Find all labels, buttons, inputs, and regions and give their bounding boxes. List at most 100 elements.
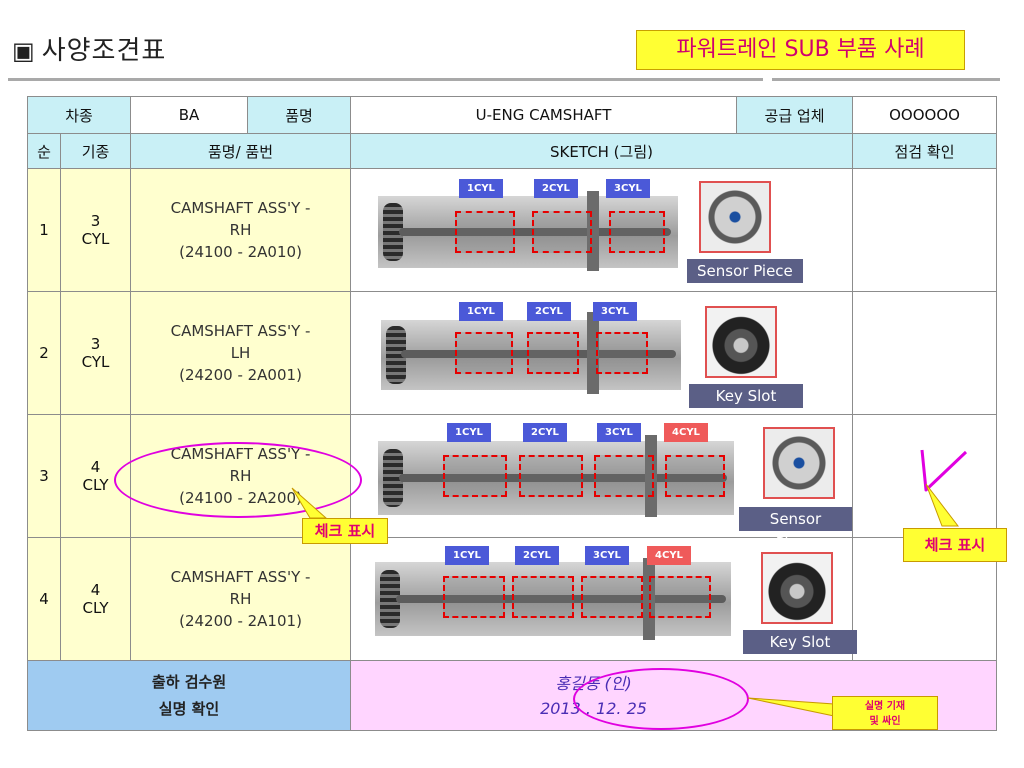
cylinder-box: [455, 332, 514, 374]
highlight-ellipse: [114, 442, 362, 518]
type-number: 4: [90, 458, 101, 476]
part-side: RH: [229, 221, 252, 239]
cylinder-box: [519, 455, 584, 497]
cylinder-box: [532, 211, 593, 253]
row-check[interactable]: [852, 168, 998, 292]
row-no: 2: [27, 291, 61, 415]
cylinder-box: [581, 576, 644, 618]
page-title: ▣사양조견표: [12, 30, 166, 67]
row-part: CAMSHAFT ASS'Y - RH (24200 - 2A101): [130, 537, 352, 661]
shaft-icon: [399, 474, 728, 482]
car-value: BA: [130, 96, 249, 134]
shaft-icon: [396, 595, 727, 603]
type-unit: CYL: [81, 230, 110, 248]
inspector-line2: 실명 확인: [158, 699, 220, 718]
cylinder-label: 1CYL: [447, 423, 491, 442]
callout-pointer: [291, 487, 328, 519]
row-no: 3: [27, 414, 61, 538]
col-no: 순: [27, 133, 61, 169]
col-sketch: SKETCH (그림): [350, 133, 854, 169]
supplier-label: 공급 업체: [736, 96, 854, 134]
check-callout: 체크 표시: [302, 518, 388, 544]
cylinder-box: [512, 576, 575, 618]
category-tag: 파워트레인 SUB 부품 사례: [636, 30, 965, 70]
part-value: U-ENG CAMSHAFT: [350, 96, 738, 134]
shaft-icon: [401, 350, 677, 358]
row-check[interactable]: [852, 291, 998, 415]
type-number: 4: [90, 581, 101, 599]
cylinder-box: [596, 332, 649, 374]
type-number: 3: [90, 335, 101, 353]
cylinder-label: 2CYL: [523, 423, 567, 442]
cylinder-box: [443, 576, 506, 618]
row-no: 4: [27, 537, 61, 661]
cylinder-label: 3CYL: [593, 302, 637, 321]
row-part: CAMSHAFT ASS'Y - RH (24100 - 2A010): [130, 168, 352, 292]
page-title-text: 사양조견표: [41, 36, 167, 66]
type-number: 3: [90, 212, 101, 230]
sign-callout-line2: 및 싸인: [869, 716, 901, 727]
cylinder-box: [609, 211, 666, 253]
cylinder-label: 1CYL: [445, 546, 489, 565]
cylinder-label: 1CYL: [459, 179, 503, 198]
cylinder-label: 2CYL: [527, 302, 571, 321]
gear-icon: [380, 570, 401, 628]
gear-icon: [383, 203, 404, 261]
cylinder-box: [455, 211, 516, 253]
col-type: 기종: [59, 133, 132, 169]
title-divider-right: [772, 78, 1000, 81]
cylinder-label: 4CYL: [647, 546, 691, 565]
part-name: CAMSHAFT ASS'Y -: [170, 199, 311, 217]
title-divider: [8, 78, 763, 81]
cylinder-box: [594, 455, 655, 497]
type-unit: CYL: [81, 353, 110, 371]
car-label: 차종: [26, 96, 132, 134]
callout-pointer: [747, 697, 835, 717]
row-check[interactable]: [852, 414, 998, 538]
spec-table: 차종 BA 품명 U-ENG CAMSHAFT 공급 업체 OOOOOO 순 기…: [26, 96, 998, 731]
row-sketch: 1CYL 2CYL 3CYL Sensor Piece: [350, 168, 854, 292]
check-callout: 체크 표시: [903, 528, 1007, 562]
cylinder-label: 2CYL: [515, 546, 559, 565]
part-label: 품명: [247, 96, 352, 134]
row-sketch: 1CYL 2CYL 3CYL 4CYL Sensor Piece: [350, 414, 854, 552]
cylinder-label: 3CYL: [585, 546, 629, 565]
part-number: (24100 - 2A010): [179, 243, 302, 261]
col-part: 품명/ 품번: [130, 133, 352, 169]
shaft-icon: [399, 228, 672, 236]
type-unit: CLY: [82, 599, 109, 617]
cylinder-label: 4CYL: [664, 423, 708, 442]
sign-callout: 실명 기재 및 싸인: [832, 696, 938, 730]
row-sketch: 1CYL 2CYL 3CYL Key Slot: [350, 291, 854, 415]
inspector-label: 출하 검수원 실명 확인: [26, 660, 352, 731]
camshaft-sketch: 1CYL 2CYL 3CYL Key Slot: [351, 292, 852, 414]
part-number: (24200 - 2A101): [179, 612, 302, 630]
cylinder-label: 3CYL: [597, 423, 641, 442]
part-name: CAMSHAFT ASS'Y -: [170, 568, 311, 586]
row-no: 1: [27, 168, 61, 292]
cylinder-label: 3CYL: [606, 179, 650, 198]
row-sketch: 1CYL 2CYL 3CYL 4CYL Key Slot: [350, 537, 858, 661]
supplier-value: OOOOOO: [852, 96, 998, 134]
photo-caption: Key Slot: [743, 630, 858, 654]
sensor-piece-photo: [763, 427, 836, 499]
camshaft-sketch: 1CYL 2CYL 3CYL 4CYL Key Slot: [351, 538, 858, 660]
sign-callout-line1: 실명 기재: [864, 701, 906, 712]
part-side: RH: [229, 590, 252, 608]
header-row: 차종 BA 품명 U-ENG CAMSHAFT 공급 업체 OOOOOO: [26, 96, 998, 134]
photo-caption: Sensor Piece: [739, 507, 853, 552]
key-slot-photo: [761, 552, 834, 624]
part-name: CAMSHAFT ASS'Y -: [170, 322, 311, 340]
col-check: 점검 확인: [852, 133, 998, 169]
cylinder-box: [527, 332, 580, 374]
camshaft-sketch: 1CYL 2CYL 3CYL 4CYL Sensor Piece: [351, 415, 853, 552]
sensor-piece-photo: [699, 181, 772, 253]
check-mark-icon: [920, 449, 968, 492]
photo-caption: Key Slot: [689, 384, 804, 408]
